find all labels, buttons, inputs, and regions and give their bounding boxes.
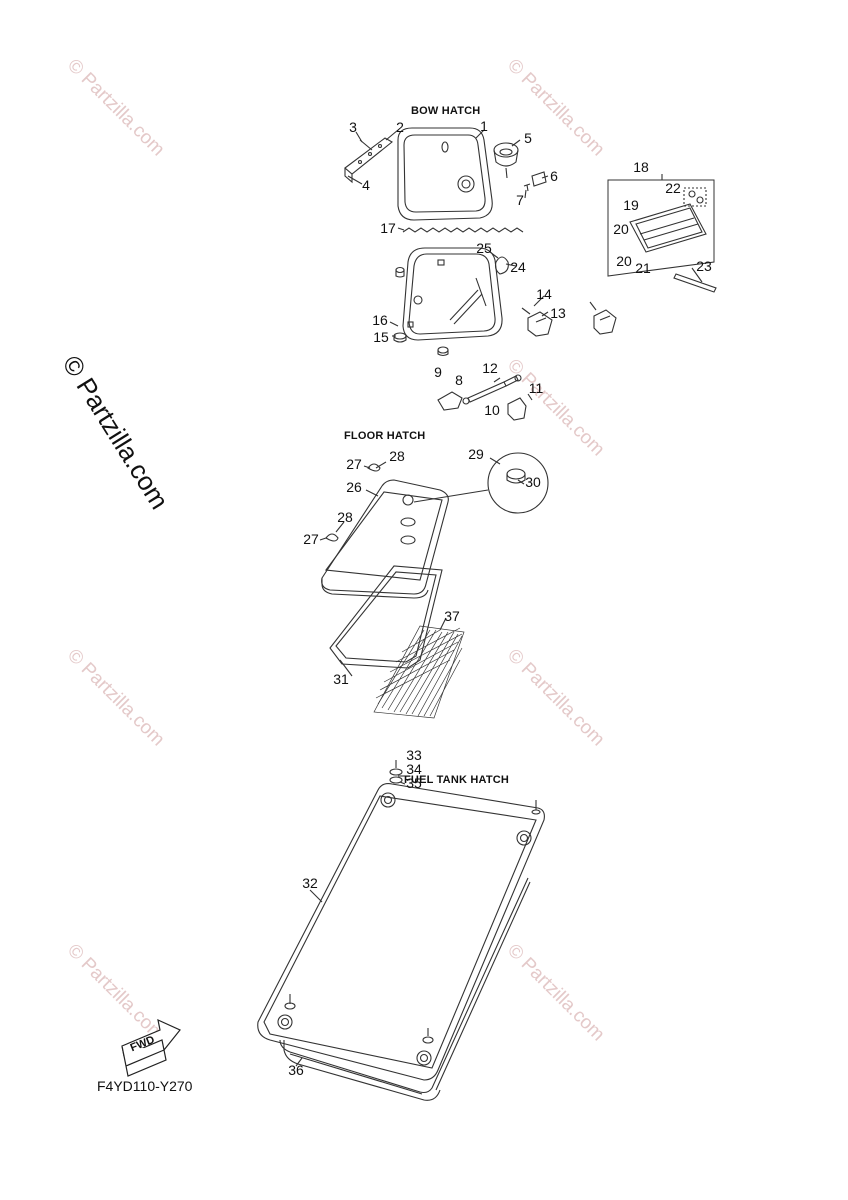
part-label-34: 34 <box>406 761 422 777</box>
part-label-4: 4 <box>362 177 370 193</box>
part-label-2: 2 <box>396 119 404 135</box>
part-label-5: 5 <box>524 130 532 146</box>
part-label-36: 36 <box>288 1062 304 1078</box>
part-label-1: 1 <box>480 118 488 134</box>
part-label-18: 18 <box>633 159 649 175</box>
latch <box>521 301 617 337</box>
part-label-28b: 28 <box>337 509 353 525</box>
hinge-bracket <box>344 137 393 184</box>
lanyard <box>494 256 509 275</box>
part-label-7: 7 <box>516 192 524 208</box>
part-label-10: 10 <box>484 402 500 418</box>
part-label-20a: 20 <box>613 221 629 237</box>
part-label-19: 19 <box>623 197 639 213</box>
part-label-25: 25 <box>476 240 492 256</box>
part-label-29: 29 <box>468 446 484 462</box>
part-label-14: 14 <box>536 286 552 302</box>
detail-circle <box>487 452 549 514</box>
part-label-15: 15 <box>373 329 389 345</box>
part-label-8: 8 <box>455 372 463 388</box>
gasket <box>402 227 524 233</box>
part-label-31: 31 <box>333 671 349 687</box>
part-label-22: 22 <box>665 180 681 196</box>
strut-bracket <box>437 391 463 411</box>
part-label-16: 16 <box>372 312 388 328</box>
part-label-37: 37 <box>444 608 460 624</box>
bow-hatch-lid <box>397 127 493 221</box>
mesh-net <box>373 625 465 719</box>
floor-hatch-title: FLOOR HATCH <box>344 430 426 442</box>
seat-frame-box <box>607 179 715 277</box>
gas-strut <box>462 374 522 405</box>
part-label-20b: 20 <box>616 253 632 269</box>
part-label-30: 30 <box>525 474 541 490</box>
floor-hatch-lid <box>321 479 449 599</box>
part-label-26: 26 <box>346 479 362 495</box>
part-label-33: 33 <box>406 747 422 763</box>
part-label-3: 3 <box>349 119 357 135</box>
part-label-17: 17 <box>380 220 396 236</box>
fwd-arrow-icon <box>121 1018 181 1077</box>
part-label-27a: 27 <box>346 456 362 472</box>
fuel-tank-hatch-title: FUEL TANK HATCH <box>404 774 510 786</box>
part-label-24: 24 <box>510 259 526 275</box>
drain-cap <box>493 142 519 179</box>
part-label-21: 21 <box>635 260 651 276</box>
fuel-tank-hatch-lid <box>257 783 545 1094</box>
clip-plate <box>531 171 547 187</box>
part-label-32: 32 <box>302 875 318 891</box>
part-label-28a: 28 <box>389 448 405 464</box>
bow-hatch-title: BOW HATCH <box>411 105 481 117</box>
part-label-13: 13 <box>550 305 566 321</box>
part-label-6: 6 <box>550 168 558 184</box>
bow-hatch-inner-frame <box>402 247 503 341</box>
part-label-35: 35 <box>406 775 422 791</box>
part-label-12: 12 <box>482 360 498 376</box>
part-label-23: 23 <box>696 258 712 274</box>
diagram-code: F4YD110-Y270 <box>97 1078 193 1094</box>
part-label-27b: 27 <box>303 531 319 547</box>
part-label-9: 9 <box>434 364 442 380</box>
floor-hatch-gasket <box>329 565 443 669</box>
part-label-11: 11 <box>528 380 544 396</box>
